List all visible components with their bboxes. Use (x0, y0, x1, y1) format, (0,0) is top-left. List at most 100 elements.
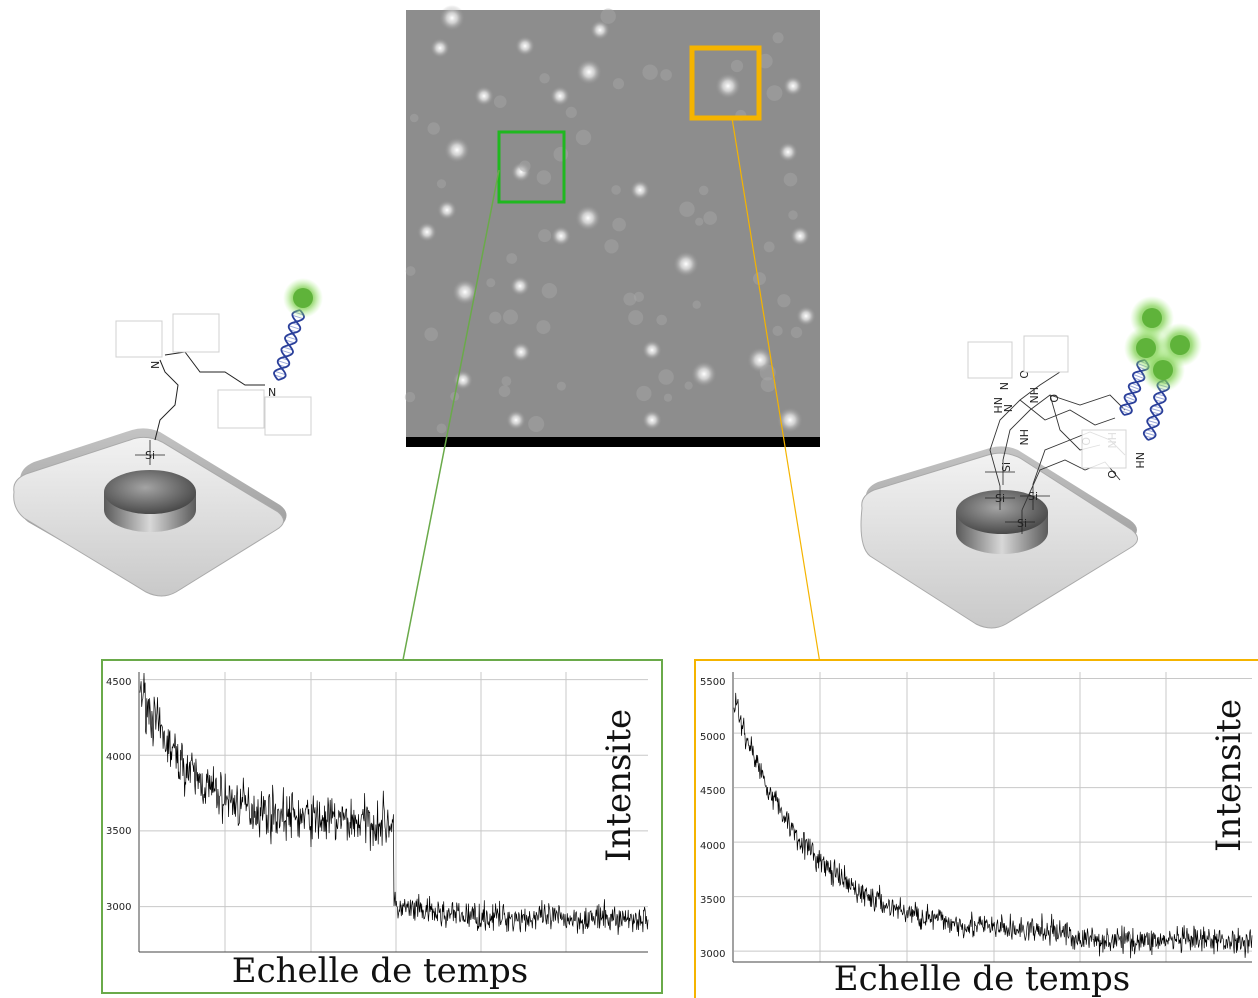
microscopy-image (404, 5, 820, 447)
fluorescent-spot (437, 200, 457, 220)
background-speckle (730, 59, 744, 73)
background-speckle (536, 320, 551, 335)
fluorescent-spot (506, 410, 526, 430)
background-speckle (759, 364, 776, 381)
multi-molecule-selection-box[interactable] (689, 45, 762, 121)
x-axis-label: Echelle de temps (232, 951, 529, 991)
background-speckle (636, 385, 652, 402)
background-speckle (436, 179, 447, 189)
fluorescent-spot (590, 20, 610, 40)
base-pair (1120, 406, 1132, 413)
left-placeholder-box-3 (217, 389, 265, 429)
fluorescent-spot (515, 36, 535, 56)
background-speckle (633, 291, 645, 302)
fluorescent-spot (715, 73, 741, 99)
y-tick-label: 5500 (700, 677, 725, 688)
left-si-label: Si (145, 449, 155, 462)
background-speckle (612, 78, 625, 90)
single-molecule-selection-box[interactable] (497, 130, 566, 204)
fluorescent-spot (777, 407, 803, 433)
fluorescent-spot (452, 279, 478, 305)
background-speckle (575, 129, 592, 146)
background-speckle (783, 172, 798, 187)
background-speckle (556, 381, 566, 391)
fluorophore-icon (1142, 308, 1162, 328)
base-pair (1143, 431, 1156, 437)
y-tick-label: 3500 (106, 826, 131, 837)
base-pair (1128, 384, 1141, 391)
background-speckle (604, 239, 619, 254)
background-speckle (763, 241, 775, 253)
y-tick-labels: 4500 4000 3500 3000 (106, 677, 131, 913)
base-pair (285, 339, 295, 344)
fluorescent-spots (404, 5, 816, 434)
fluorescent-spot (551, 226, 571, 246)
background-speckle (506, 253, 518, 264)
right-si-label-3: Si (1028, 490, 1038, 503)
right-placeholder-box-2 (1023, 335, 1069, 373)
base-pair (277, 360, 290, 365)
y-tick-label: 4000 (700, 841, 725, 852)
background-speckle (658, 369, 674, 385)
background-speckle (501, 376, 512, 386)
fluorescent-spot (444, 137, 470, 163)
fluorescent-spot (642, 340, 662, 360)
fluorescent-spot (575, 205, 601, 231)
background-speckle (698, 185, 709, 196)
background-speckle (760, 377, 776, 393)
multi-molecule-trace-panel: 5500 5000 4500 4000 3500 3000 Intensite … (694, 659, 1258, 998)
y-tick-label: 4500 (700, 786, 725, 797)
background-speckle (623, 292, 637, 306)
background-speckle (528, 416, 545, 432)
intensity-trace (139, 672, 649, 935)
y-tick-label: 5000 (700, 732, 725, 743)
background-speckle (519, 160, 531, 172)
background-speckle (695, 217, 704, 226)
background-speckle (436, 423, 447, 434)
left-placeholder-box-4 (264, 396, 312, 436)
background-speckle (427, 122, 440, 135)
y-axis-label: Intensite (1209, 699, 1249, 852)
background-speckle (600, 8, 616, 24)
left-substrate-illustration: Si N N (13, 278, 323, 597)
right-si-label-4: Si (1017, 517, 1027, 530)
fluorescent-spot (511, 342, 531, 362)
fluorescent-spot (576, 59, 602, 85)
fluorescent-spot (511, 162, 531, 182)
x-axis-label: Echelle de temps (834, 959, 1131, 998)
fluorescent-spot (510, 276, 530, 296)
base-pair (274, 370, 286, 376)
base-pair (1147, 419, 1160, 425)
fluorescent-spot (747, 347, 773, 373)
right-n-label-1: N (997, 382, 1010, 390)
background-speckle (790, 326, 803, 339)
image-bottom-bar (406, 437, 820, 447)
background-speckle (424, 327, 439, 342)
base-pair (1153, 395, 1166, 401)
right-o-label-2: O (1047, 394, 1060, 403)
background-speckle (656, 314, 667, 326)
fluorescent-spot (796, 306, 816, 326)
base-pair (1124, 395, 1137, 402)
plot-grid (734, 672, 1252, 962)
left-n2-label: N (268, 386, 276, 399)
y-tick-label: 4000 (106, 752, 131, 763)
background-speckle (612, 217, 626, 232)
background-speckle (405, 266, 416, 276)
background-speckle (493, 95, 507, 108)
background-speckle (498, 385, 511, 398)
background-speckle (660, 69, 672, 81)
right-hn-label-2: HN (1017, 429, 1030, 446)
right-placeholder-box-3 (1081, 429, 1127, 469)
background-speckle (409, 113, 419, 123)
background-speckle (536, 170, 552, 185)
base-pair (1150, 407, 1163, 413)
fluorescent-spot (430, 38, 450, 58)
base-pair (274, 374, 284, 379)
green-connector-line (402, 169, 500, 661)
background-speckle (663, 393, 673, 402)
background-speckle (611, 185, 621, 195)
base-pair (288, 325, 301, 330)
fluorophore-icon (293, 288, 313, 308)
